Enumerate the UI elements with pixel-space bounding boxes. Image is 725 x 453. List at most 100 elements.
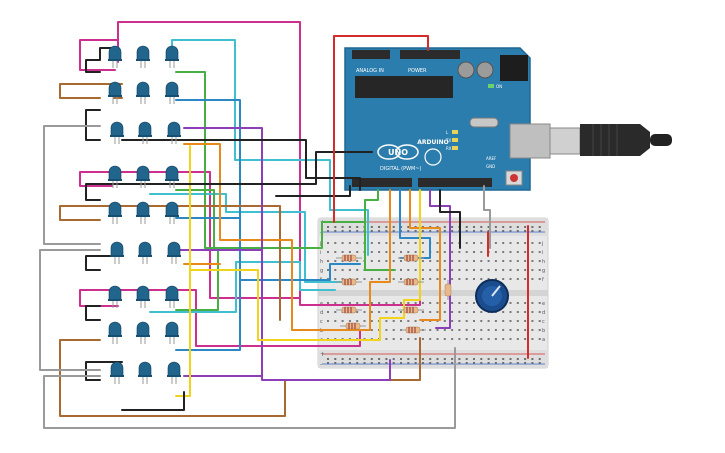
- hole: [334, 311, 337, 313]
- hole: [451, 242, 454, 244]
- wire-gray[interactable]: [43, 347, 456, 429]
- wire-yellow[interactable]: [189, 189, 421, 341]
- led[interactable]: [167, 121, 181, 144]
- hole: [378, 302, 381, 304]
- hole: [385, 226, 388, 228]
- hole: [407, 320, 410, 322]
- led[interactable]: [165, 165, 179, 188]
- resistor[interactable]: [336, 306, 362, 314]
- wire-brown[interactable]: [59, 83, 123, 99]
- wire-green[interactable]: [175, 71, 379, 249]
- wire-black[interactable]: [439, 189, 461, 249]
- hole: [378, 251, 381, 253]
- resistor[interactable]: [336, 278, 362, 286]
- led[interactable]: [110, 121, 124, 144]
- led[interactable]: [165, 201, 179, 224]
- hole: [356, 226, 359, 228]
- hole: [480, 320, 483, 322]
- potentiometer[interactable]: [475, 279, 509, 313]
- wire-black[interactable]: [85, 151, 373, 201]
- analog-label: ANALOG IN: [356, 68, 384, 74]
- hole: [421, 230, 424, 232]
- led[interactable]: [167, 361, 181, 384]
- wire-green[interactable]: [364, 221, 396, 271]
- hole: [385, 242, 388, 244]
- led[interactable]: [110, 241, 124, 264]
- led[interactable]: [165, 81, 179, 104]
- led[interactable]: [108, 321, 122, 344]
- wire-black[interactable]: [275, 185, 351, 197]
- led[interactable]: [108, 201, 122, 224]
- resistor[interactable]: [398, 278, 424, 286]
- wire-gray[interactable]: [43, 125, 101, 245]
- led[interactable]: [108, 45, 122, 68]
- wire-purple[interactable]: [429, 189, 451, 329]
- hole: [348, 302, 351, 304]
- hole: [407, 358, 410, 360]
- wire-blue[interactable]: [175, 279, 241, 351]
- wire-purple[interactable]: [183, 127, 391, 381]
- wire-brown[interactable]: [59, 337, 421, 417]
- hole: [385, 320, 388, 322]
- resistor[interactable]: [336, 254, 362, 262]
- wire-gray[interactable]: [483, 185, 491, 249]
- hole: [327, 226, 329, 228]
- led[interactable]: [138, 121, 152, 144]
- wire-green[interactable]: [175, 189, 215, 249]
- led[interactable]: [136, 81, 150, 104]
- hole: [538, 329, 541, 331]
- wire-blue[interactable]: [175, 99, 361, 281]
- arduino-board[interactable]: UNO ARDUINO DIGITAL (PWM~) POWER ANALOG …: [344, 47, 551, 191]
- led[interactable]: [165, 285, 179, 308]
- wire-orange[interactable]: [183, 143, 391, 331]
- hole: [516, 251, 519, 253]
- led[interactable]: [136, 285, 150, 308]
- hole: [414, 269, 417, 271]
- led-grid: [108, 45, 181, 384]
- hole: [341, 230, 344, 232]
- hole: [370, 362, 373, 364]
- wire-brown[interactable]: [59, 205, 281, 321]
- led[interactable]: [167, 241, 181, 264]
- resistor[interactable]: [398, 306, 424, 314]
- wire-cyan[interactable]: [149, 261, 336, 313]
- wire-cyan[interactable]: [171, 39, 369, 256]
- led[interactable]: [136, 45, 150, 68]
- wire-black[interactable]: [85, 305, 101, 321]
- resistor[interactable]: [444, 280, 452, 300]
- wire-red[interactable]: [333, 35, 429, 223]
- led[interactable]: [110, 361, 124, 384]
- hole: [473, 329, 475, 331]
- hole: [531, 269, 534, 271]
- wire-yellow[interactable]: [175, 145, 191, 397]
- led[interactable]: [136, 201, 150, 224]
- led[interactable]: [108, 285, 122, 308]
- hole: [436, 329, 439, 331]
- led[interactable]: [136, 321, 150, 344]
- wire-orange[interactable]: [409, 189, 441, 321]
- led[interactable]: [108, 81, 122, 104]
- hole: [341, 320, 344, 322]
- led[interactable]: [138, 361, 152, 384]
- wire-black[interactable]: [85, 47, 119, 73]
- resistor[interactable]: [398, 254, 424, 262]
- hole: [443, 358, 446, 360]
- hole: [509, 358, 512, 360]
- wire-black[interactable]: [121, 139, 361, 191]
- resistor[interactable]: [400, 326, 426, 334]
- wire-black[interactable]: [121, 391, 185, 411]
- led[interactable]: [108, 165, 122, 188]
- wire-pink[interactable]: [79, 39, 119, 71]
- hole: [494, 269, 497, 271]
- resistor[interactable]: [340, 322, 366, 330]
- wire-gray[interactable]: [39, 249, 101, 371]
- hole: [385, 338, 388, 340]
- wire-black[interactable]: [85, 255, 123, 271]
- led[interactable]: [136, 165, 150, 188]
- wire-pink[interactable]: [79, 289, 361, 347]
- hole: [334, 226, 337, 228]
- led[interactable]: [165, 321, 179, 344]
- led[interactable]: [165, 45, 179, 68]
- reset-button-cap[interactable]: [510, 174, 518, 182]
- led[interactable]: [138, 241, 152, 264]
